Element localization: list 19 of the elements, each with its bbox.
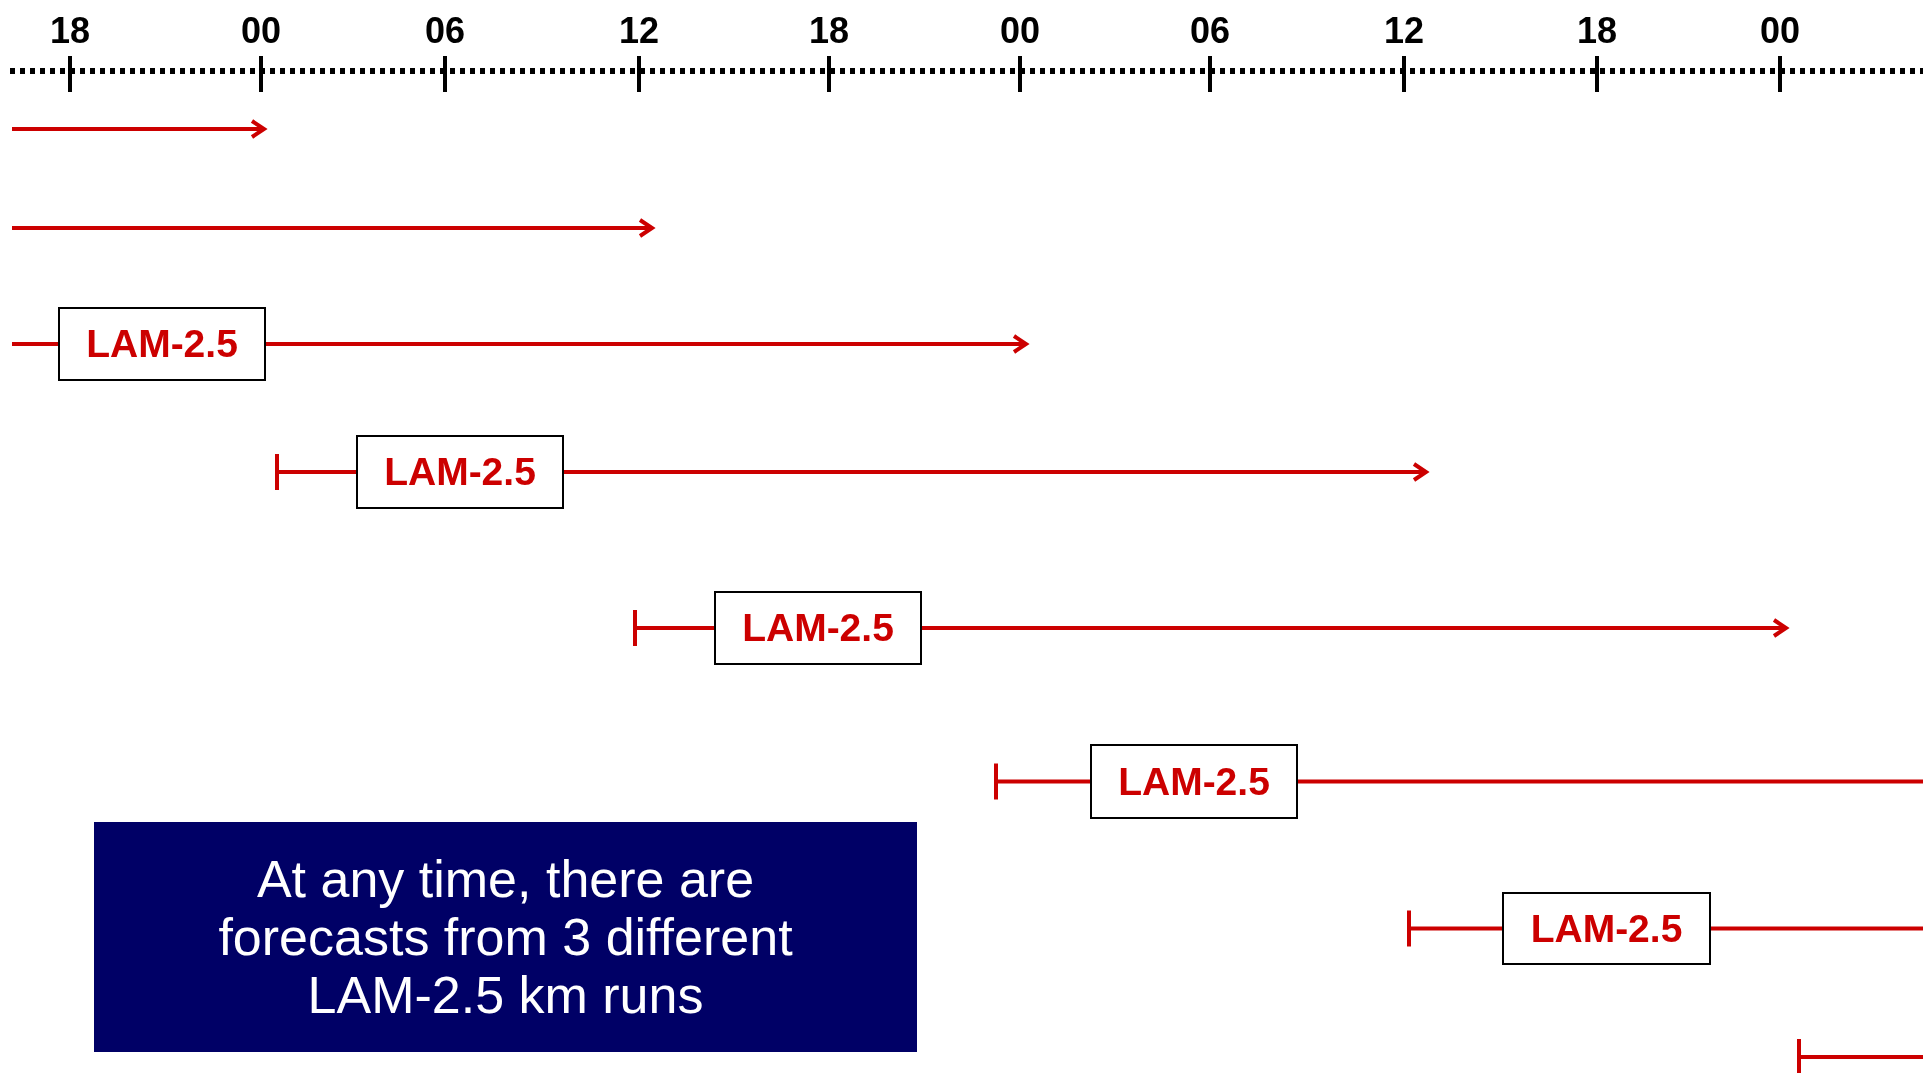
note-box: At any time, there are forecasts from 3 different LAM-2.5 km runs bbox=[94, 822, 917, 1052]
time-label: 12 bbox=[1384, 10, 1424, 52]
model-run-box: LAM-2.5 bbox=[58, 307, 266, 381]
time-label: 00 bbox=[1760, 10, 1800, 52]
time-label: 00 bbox=[241, 10, 281, 52]
time-label: 18 bbox=[50, 10, 90, 52]
time-label: 18 bbox=[809, 10, 849, 52]
model-run-box: LAM-2.5 bbox=[1090, 744, 1298, 819]
time-label: 12 bbox=[619, 10, 659, 52]
model-run-box: LAM-2.5 bbox=[356, 435, 564, 509]
model-run-box: LAM-2.5 bbox=[1502, 892, 1711, 965]
forecast-arrow bbox=[266, 334, 1028, 354]
time-label: 00 bbox=[1000, 10, 1040, 52]
model-run-box: LAM-2.5 bbox=[714, 591, 922, 665]
forecast-arrow bbox=[564, 462, 1428, 482]
time-label: 06 bbox=[1190, 10, 1230, 52]
forecast-arrow bbox=[922, 618, 1788, 638]
time-label: 06 bbox=[425, 10, 465, 52]
time-label: 18 bbox=[1577, 10, 1617, 52]
